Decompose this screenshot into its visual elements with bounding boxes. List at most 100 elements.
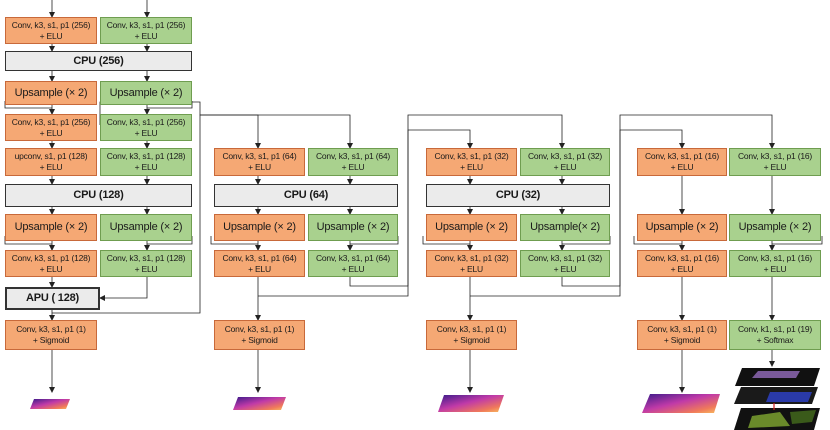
label-line1: Conv, k3, s1, p1 (32) <box>527 252 603 263</box>
apu-128-label: APU ( 128) <box>25 292 80 304</box>
label-line1: Conv, k3, s1, p1 (16) <box>644 151 720 161</box>
link-col1-col2-lower <box>52 114 261 314</box>
label-line2: + Sigmoid <box>241 335 278 345</box>
c1-upsample-orange: Upsample (× 2) <box>5 81 97 105</box>
label-line2: + ELU <box>39 30 63 41</box>
label-line2: + ELU <box>134 263 158 274</box>
skip-c4-b <box>772 236 823 245</box>
c1-conv2-256-orange: Conv, k3, s1, p1 (256) + ELU <box>5 114 97 141</box>
depth-output-3 <box>438 395 504 412</box>
segmentation-output <box>734 368 820 430</box>
c3-upsample-orange: Upsample (× 2) <box>426 214 517 241</box>
label-line2: + ELU <box>553 162 577 172</box>
arrow-c1-16 <box>99 277 148 301</box>
link-col2-col3-b <box>258 129 473 297</box>
apu-128-block: APU ( 128) <box>5 287 100 310</box>
label-line1: Conv, k3, s1, p1 (32) <box>434 252 509 263</box>
label-line2: + ELU <box>248 162 271 172</box>
skip-c3-a <box>422 236 470 245</box>
cpu-256-label: CPU (256) <box>73 54 124 67</box>
cpu-128-block: CPU (128) <box>5 184 192 207</box>
c2-upsample-green: Upsample (× 2) <box>308 214 398 241</box>
label-line2: + ELU <box>134 30 158 41</box>
label-line1: Conv, k3, s1, p1 (64) <box>222 151 297 161</box>
label-line2: + ELU <box>763 263 787 274</box>
cpu-64-block: CPU (64) <box>214 184 398 207</box>
c4-head-sigmoid: Conv, k3, s1, p1 (1) + Sigmoid <box>637 320 727 350</box>
c2-upsample-orange: Upsample (× 2) <box>214 214 305 241</box>
label-line2: + ELU <box>341 263 365 274</box>
label-line2: + ELU <box>763 162 787 172</box>
c4-upsample-orange: Upsample (× 2) <box>637 214 727 241</box>
skip-c2-b <box>350 236 399 245</box>
label-line1: Conv, k3, s1, p1 (16) <box>737 151 813 161</box>
label: Upsample (× 2) <box>738 221 812 233</box>
label-line2: + Softmax <box>756 335 794 345</box>
label-line1: Conv, k3, s1, p1 (64) <box>222 252 297 263</box>
label-line1: Conv, k3, s1, p1 (128) <box>106 252 186 263</box>
c3-conv2-green: Conv, k3, s1, p1 (32) + ELU <box>520 250 610 277</box>
cpu-128-label: CPU (128) <box>73 189 124 201</box>
label-line2: + Sigmoid <box>663 335 701 345</box>
label: Upsample (× 2) <box>14 221 88 233</box>
c1-upsample-green: Upsample (× 2) <box>100 81 192 105</box>
c2-head-sigmoid: Conv, k3, s1, p1 (1) + Sigmoid <box>214 320 305 350</box>
label-line2: + ELU <box>670 162 694 172</box>
cpu-256-block: CPU (256) <box>5 51 192 71</box>
c1-upsample2-green: Upsample (× 2) <box>100 214 192 241</box>
label-line1: Conv, k3, s1, p1 (64) <box>315 151 391 161</box>
label-line1: Conv, k3, s1, p1 (128) <box>106 151 186 161</box>
label-line2: + ELU <box>134 127 158 138</box>
c1-upsample2-orange: Upsample (× 2) <box>5 214 97 241</box>
cpu-32-label: CPU (32) <box>495 189 541 201</box>
c1-head-sigmoid: Conv, k3, s1, p1 (1) + Sigmoid <box>5 320 97 350</box>
label-line2: + ELU <box>248 263 271 274</box>
c4-conv2-orange: Conv, k3, s1, p1 (16) + ELU <box>637 250 727 277</box>
c2-conv2-orange: Conv, k3, s1, p1 (64) + ELU <box>214 250 305 277</box>
c4-upsample-green: Upsample (× 2) <box>729 214 821 241</box>
label: Upsample (× 2) <box>645 221 719 233</box>
cpu-64-label: CPU (64) <box>283 189 329 201</box>
depth-output-4 <box>642 394 720 413</box>
label-line1: Conv, k3, s1, p1 (256) <box>11 116 91 127</box>
c2-conv-green: Conv, k3, s1, p1 (64) + ELU <box>308 148 398 176</box>
c1-conv2-256-green: Conv, k3, s1, p1 (256) + ELU <box>100 114 192 141</box>
link-col3-col4-b <box>470 129 685 297</box>
link-col1-col2-upper <box>99 101 353 149</box>
c3-head-sigmoid: Conv, k3, s1, p1 (1) + Sigmoid <box>426 320 517 350</box>
c1-conv-256-green: Conv, k3, s1, p1 (256) + ELU <box>100 17 192 44</box>
label-line2: + ELU <box>39 263 63 274</box>
c1-conv-128-green: Conv, k3, s1, p1 (128) + ELU <box>100 148 192 176</box>
skip-c4-a <box>633 236 682 245</box>
label-line1: Conv, k1, s1, p1 (19) <box>737 324 813 334</box>
c3-conv-green: Conv, k3, s1, p1 (32) + ELU <box>520 148 610 176</box>
label: Upsample (× 2) <box>109 86 183 99</box>
label-line2: + ELU <box>39 127 63 138</box>
label-line2: + Sigmoid <box>32 335 70 345</box>
label-line1: Conv, k3, s1, p1 (64) <box>315 252 391 263</box>
c3-conv2-orange: Conv, k3, s1, p1 (32) + ELU <box>426 250 517 277</box>
label-line2: + Sigmoid <box>453 335 490 345</box>
label-line1: Conv, k3, s1, p1 (256) <box>106 19 186 30</box>
label-line1: Conv, k3, s1, p1 (256) <box>106 116 186 127</box>
label-line1: Conv, k3, s1, p1 (16) <box>644 252 720 263</box>
label-line1: Conv, k3, s1, p1 (32) <box>527 151 603 161</box>
skip-c1-b <box>147 101 193 109</box>
depth-output-2 <box>233 397 286 410</box>
label-line2: + ELU <box>341 162 365 172</box>
label-line2: + ELU <box>553 263 577 274</box>
label: Upsample(× 2) <box>530 221 600 233</box>
label-line2: + ELU <box>39 162 63 172</box>
c2-conv-orange: Conv, k3, s1, p1 (64) + ELU <box>214 148 305 176</box>
label: Upsample (× 2) <box>14 86 88 99</box>
skip-c1-d <box>147 236 193 245</box>
label-line1: Conv, k3, s1, p1 (1) <box>436 324 507 334</box>
c4-conv-green: Conv, k3, s1, p1 (16) + ELU <box>729 148 821 176</box>
c1-conv-256-orange: Conv, k3, s1, p1 (256) + ELU <box>5 17 97 44</box>
c1-conv2-128-orange: Conv, k3, s1, p1 (128) + ELU <box>5 250 97 277</box>
label-line2: + ELU <box>670 263 694 274</box>
c4-head-softmax: Conv, k1, s1, p1 (19) + Softmax <box>729 320 821 350</box>
label: Upsample (× 2) <box>435 221 508 233</box>
